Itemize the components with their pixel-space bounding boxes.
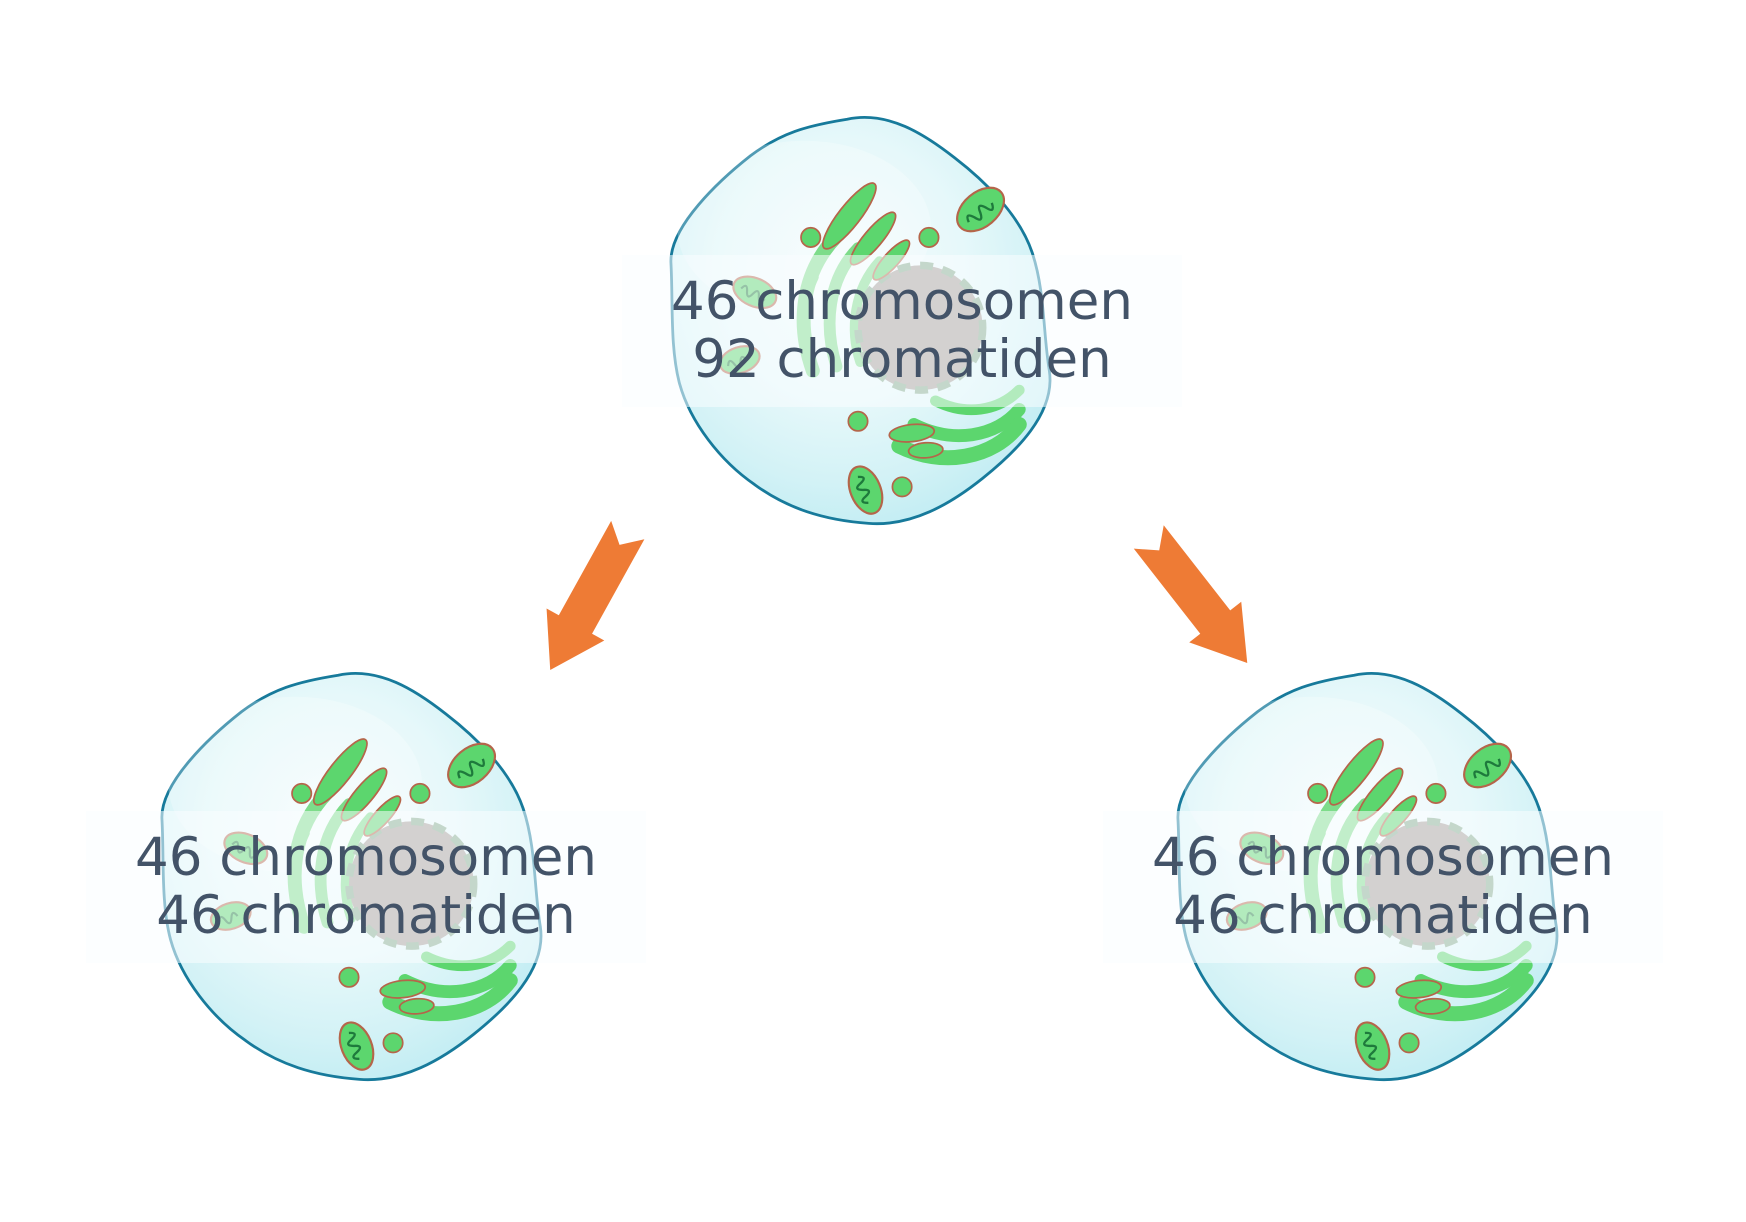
chromatid-count-label: 46 chromatiden [156,885,576,946]
left-daughter-cell-label: 46 chromosomen 46 chromatiden [86,829,646,945]
chromosome-count-label: 46 chromosomen [1152,827,1614,888]
label-band [622,255,1182,407]
chromatid-count-label: 92 chromatiden [692,329,1112,390]
parent-cell-label: 46 chromosomen 92 chromatiden [622,273,1182,389]
right-daughter-cell-label: 46 chromosomen 46 chromatiden [1103,829,1663,945]
parent-cell-group: 46 chromosomen 92 chromatiden [622,117,1182,547]
left-daughter-cell-group: 46 chromosomen 46 chromatiden [86,673,646,1103]
chromosome-count-label: 46 chromosomen [135,827,597,888]
label-band [1103,811,1663,963]
right-daughter-cell-group: 46 chromosomen 46 chromatiden [1103,673,1663,1103]
chromosome-count-label: 46 chromosomen [671,271,1133,332]
label-band [86,811,646,963]
chromatid-count-label: 46 chromatiden [1173,885,1593,946]
